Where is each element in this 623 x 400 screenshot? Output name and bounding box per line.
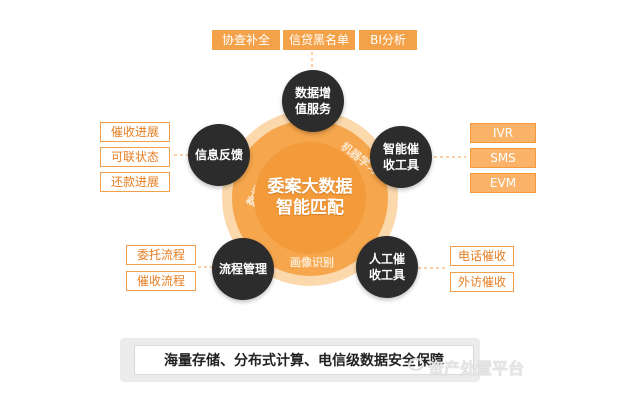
tag-left-top-2: 可联状态 <box>100 147 170 167</box>
tag-top-2: 信贷黑名单 <box>283 30 355 50</box>
bottom-banner: 海量存储、分布式计算、电信级数据安全保障 <box>134 345 474 375</box>
tag-right-top-2: SMS <box>470 148 536 168</box>
node-process-label: 流程管理 <box>218 262 267 276</box>
tag-right-bottom-1: 电话催收 <box>450 246 514 266</box>
node-manual-tools-line2: 收工具 <box>368 268 405 282</box>
tag-left-top-1: 催收进展 <box>100 122 170 142</box>
ring-label-bottom: 画像识别 <box>290 256 334 269</box>
watermark-text: 资产处置平台 <box>428 359 525 378</box>
center-title-line1: 委案大数据 <box>267 177 353 197</box>
node-feedback: 信息反馈 <box>188 124 250 186</box>
tag-top-1: 协查补全 <box>212 30 280 50</box>
tag-top-3: BI分析 <box>359 30 417 50</box>
node-data-service-line2: 值服务 <box>294 102 331 116</box>
center-core: 委案大数据 智能匹配 <box>254 142 366 254</box>
node-data-service: 数据增 值服务 <box>282 70 344 132</box>
node-manual-tools: 人工催 收工具 <box>356 236 418 298</box>
node-smart-tools: 智能催 收工具 <box>370 126 432 188</box>
node-smart-tools-line2: 收工具 <box>382 158 419 172</box>
tag-left-bottom-2: 催收流程 <box>126 271 196 291</box>
node-feedback-label: 信息反馈 <box>194 148 243 162</box>
tag-left-bottom-1: 委托流程 <box>126 245 196 265</box>
tag-right-top-1: IVR <box>470 123 536 143</box>
tag-right-bottom-2: 外访催收 <box>450 272 514 292</box>
wechat-icon <box>408 358 424 371</box>
node-manual-tools-line1: 人工催 <box>368 252 405 266</box>
center-title-line2: 智能匹配 <box>276 198 344 218</box>
tag-right-top-3: EVM <box>470 173 536 193</box>
node-process: 流程管理 <box>212 238 274 300</box>
node-data-service-line1: 数据增 <box>294 86 331 100</box>
tag-left-top-3: 还款进展 <box>100 172 170 192</box>
node-smart-tools-line1: 智能催 <box>382 142 419 156</box>
